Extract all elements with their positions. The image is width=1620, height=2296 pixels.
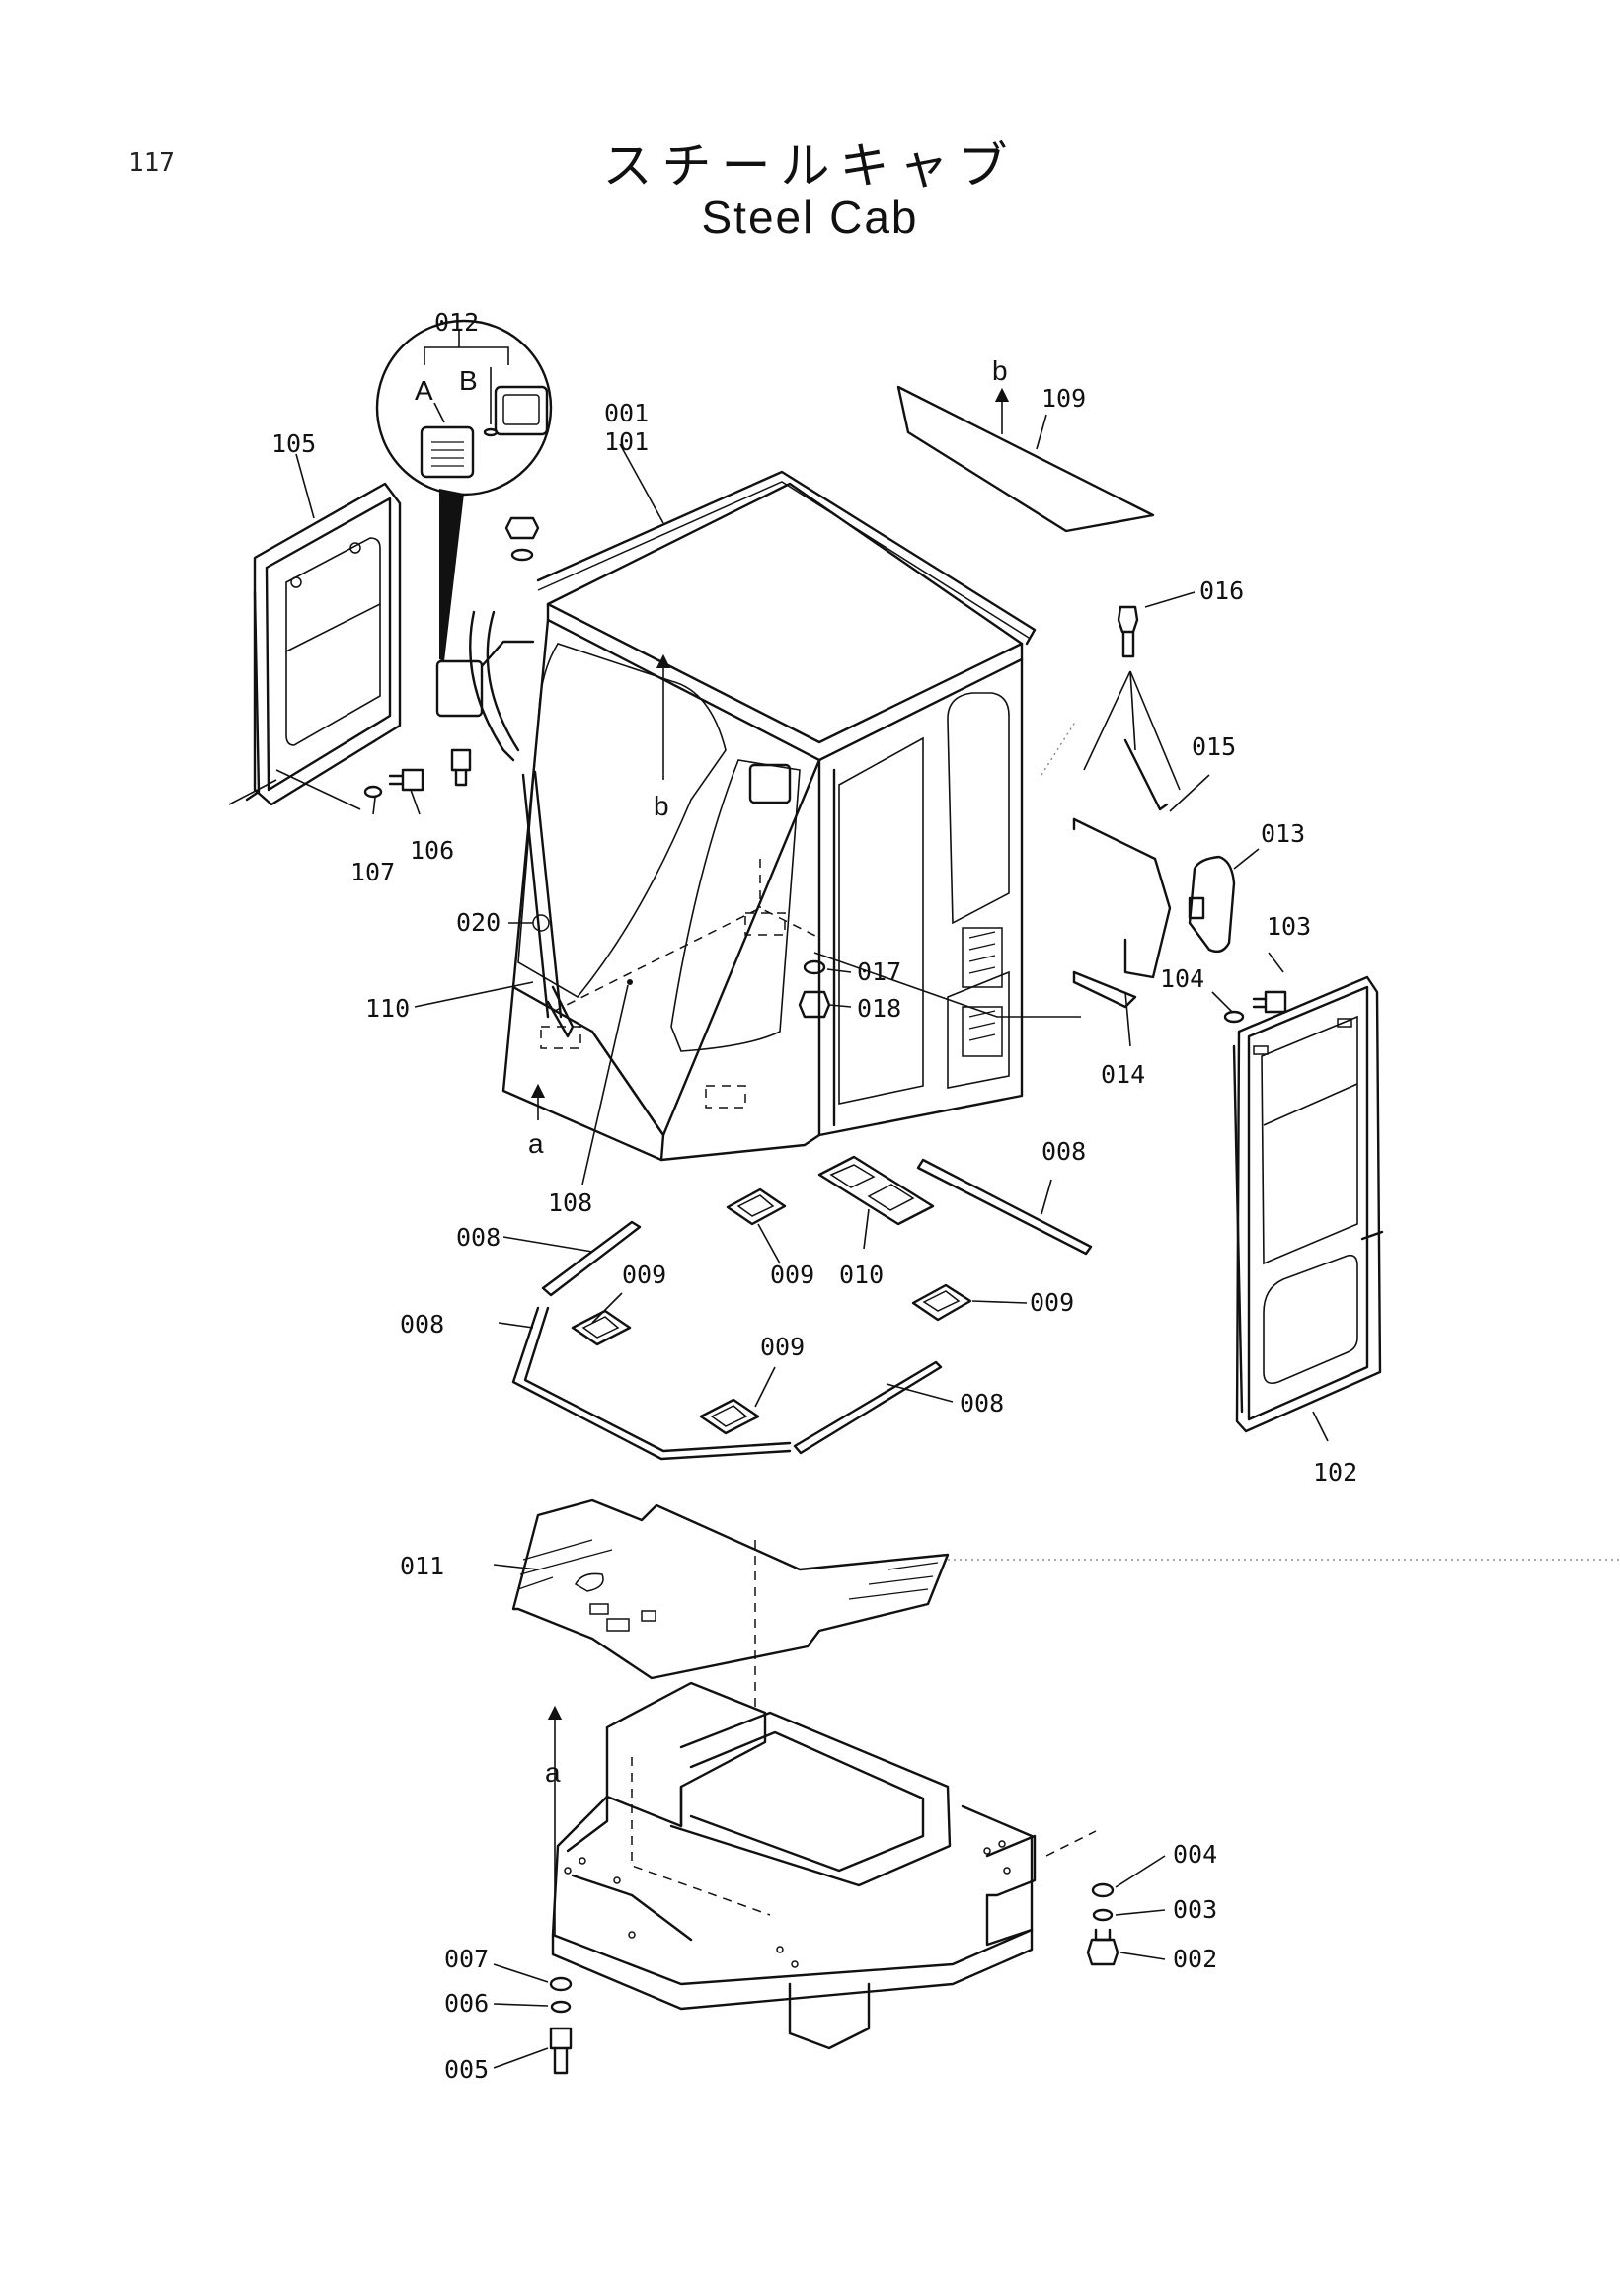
callout-009-b: 009 (770, 1261, 814, 1289)
sunshade-109 (896, 385, 1155, 533)
callout-106: 106 (410, 836, 454, 865)
callout-008-a: 008 (1041, 1137, 1086, 1166)
callout-013: 013 (1261, 819, 1305, 848)
callout-009-c: 009 (1030, 1288, 1074, 1317)
callout-014: 014 (1101, 1060, 1145, 1089)
callout-a-bottom: a (545, 1757, 561, 1788)
base-fasteners (549, 1882, 1119, 2075)
callout-a-mid: a (528, 1128, 544, 1159)
callout-007: 007 (444, 1945, 489, 1973)
callout-020: 020 (456, 908, 501, 937)
callout-B: B (459, 365, 478, 396)
base-frame (551, 1540, 1097, 2050)
mirror-bracket-assembly (813, 605, 1236, 1018)
callout-018: 018 (857, 994, 901, 1023)
callout-006: 006 (444, 1989, 489, 2018)
floor-pads (571, 1155, 972, 1435)
page-number: 117 (128, 148, 175, 178)
callout-101: 101 (604, 427, 649, 456)
lamp-detail-inset (375, 319, 553, 661)
floor-rails (511, 1158, 1093, 1461)
callout-104: 104 (1160, 964, 1204, 993)
callout-105: 105 (271, 429, 316, 458)
callout-002: 002 (1173, 1945, 1217, 1973)
callout-110: 110 (365, 994, 410, 1023)
callout-011: 011 (400, 1552, 444, 1580)
cab-body (435, 470, 1037, 1162)
callout-010: 010 (839, 1261, 884, 1289)
callout-b-top: b (992, 355, 1008, 386)
callout-016: 016 (1199, 576, 1244, 605)
callout-005: 005 (444, 2055, 489, 2084)
callout-102: 102 (1313, 1458, 1357, 1487)
callout-009-d: 009 (760, 1333, 805, 1361)
callout-004: 004 (1173, 1840, 1217, 1869)
callout-008-d: 008 (960, 1389, 1004, 1417)
callout-008-c: 008 (400, 1310, 444, 1339)
floor-mat-011 (511, 1498, 1620, 1680)
callout-labels: 001 101 012 A B 105 106 107 109 b b 016 … (271, 308, 1357, 2084)
callout-008-b: 008 (456, 1223, 501, 1252)
leader-lines (275, 387, 1329, 2069)
door-102 (1232, 975, 1384, 1433)
callout-001: 001 (604, 399, 649, 427)
callout-012: 012 (434, 308, 479, 337)
callout-b-mid: b (654, 791, 669, 821)
title-english: Steel Cab (701, 191, 919, 243)
door-105 (228, 482, 402, 806)
callout-A: A (415, 375, 433, 406)
callout-015: 015 (1192, 732, 1236, 761)
callout-108: 108 (548, 1188, 592, 1217)
callout-009-a: 009 (622, 1261, 666, 1289)
callout-107: 107 (350, 858, 395, 886)
title-japanese: スチールキャブ (602, 137, 1018, 194)
callout-109: 109 (1041, 384, 1086, 413)
callout-017: 017 (857, 957, 901, 986)
callout-003: 003 (1173, 1895, 1217, 1924)
callout-103: 103 (1267, 912, 1311, 941)
